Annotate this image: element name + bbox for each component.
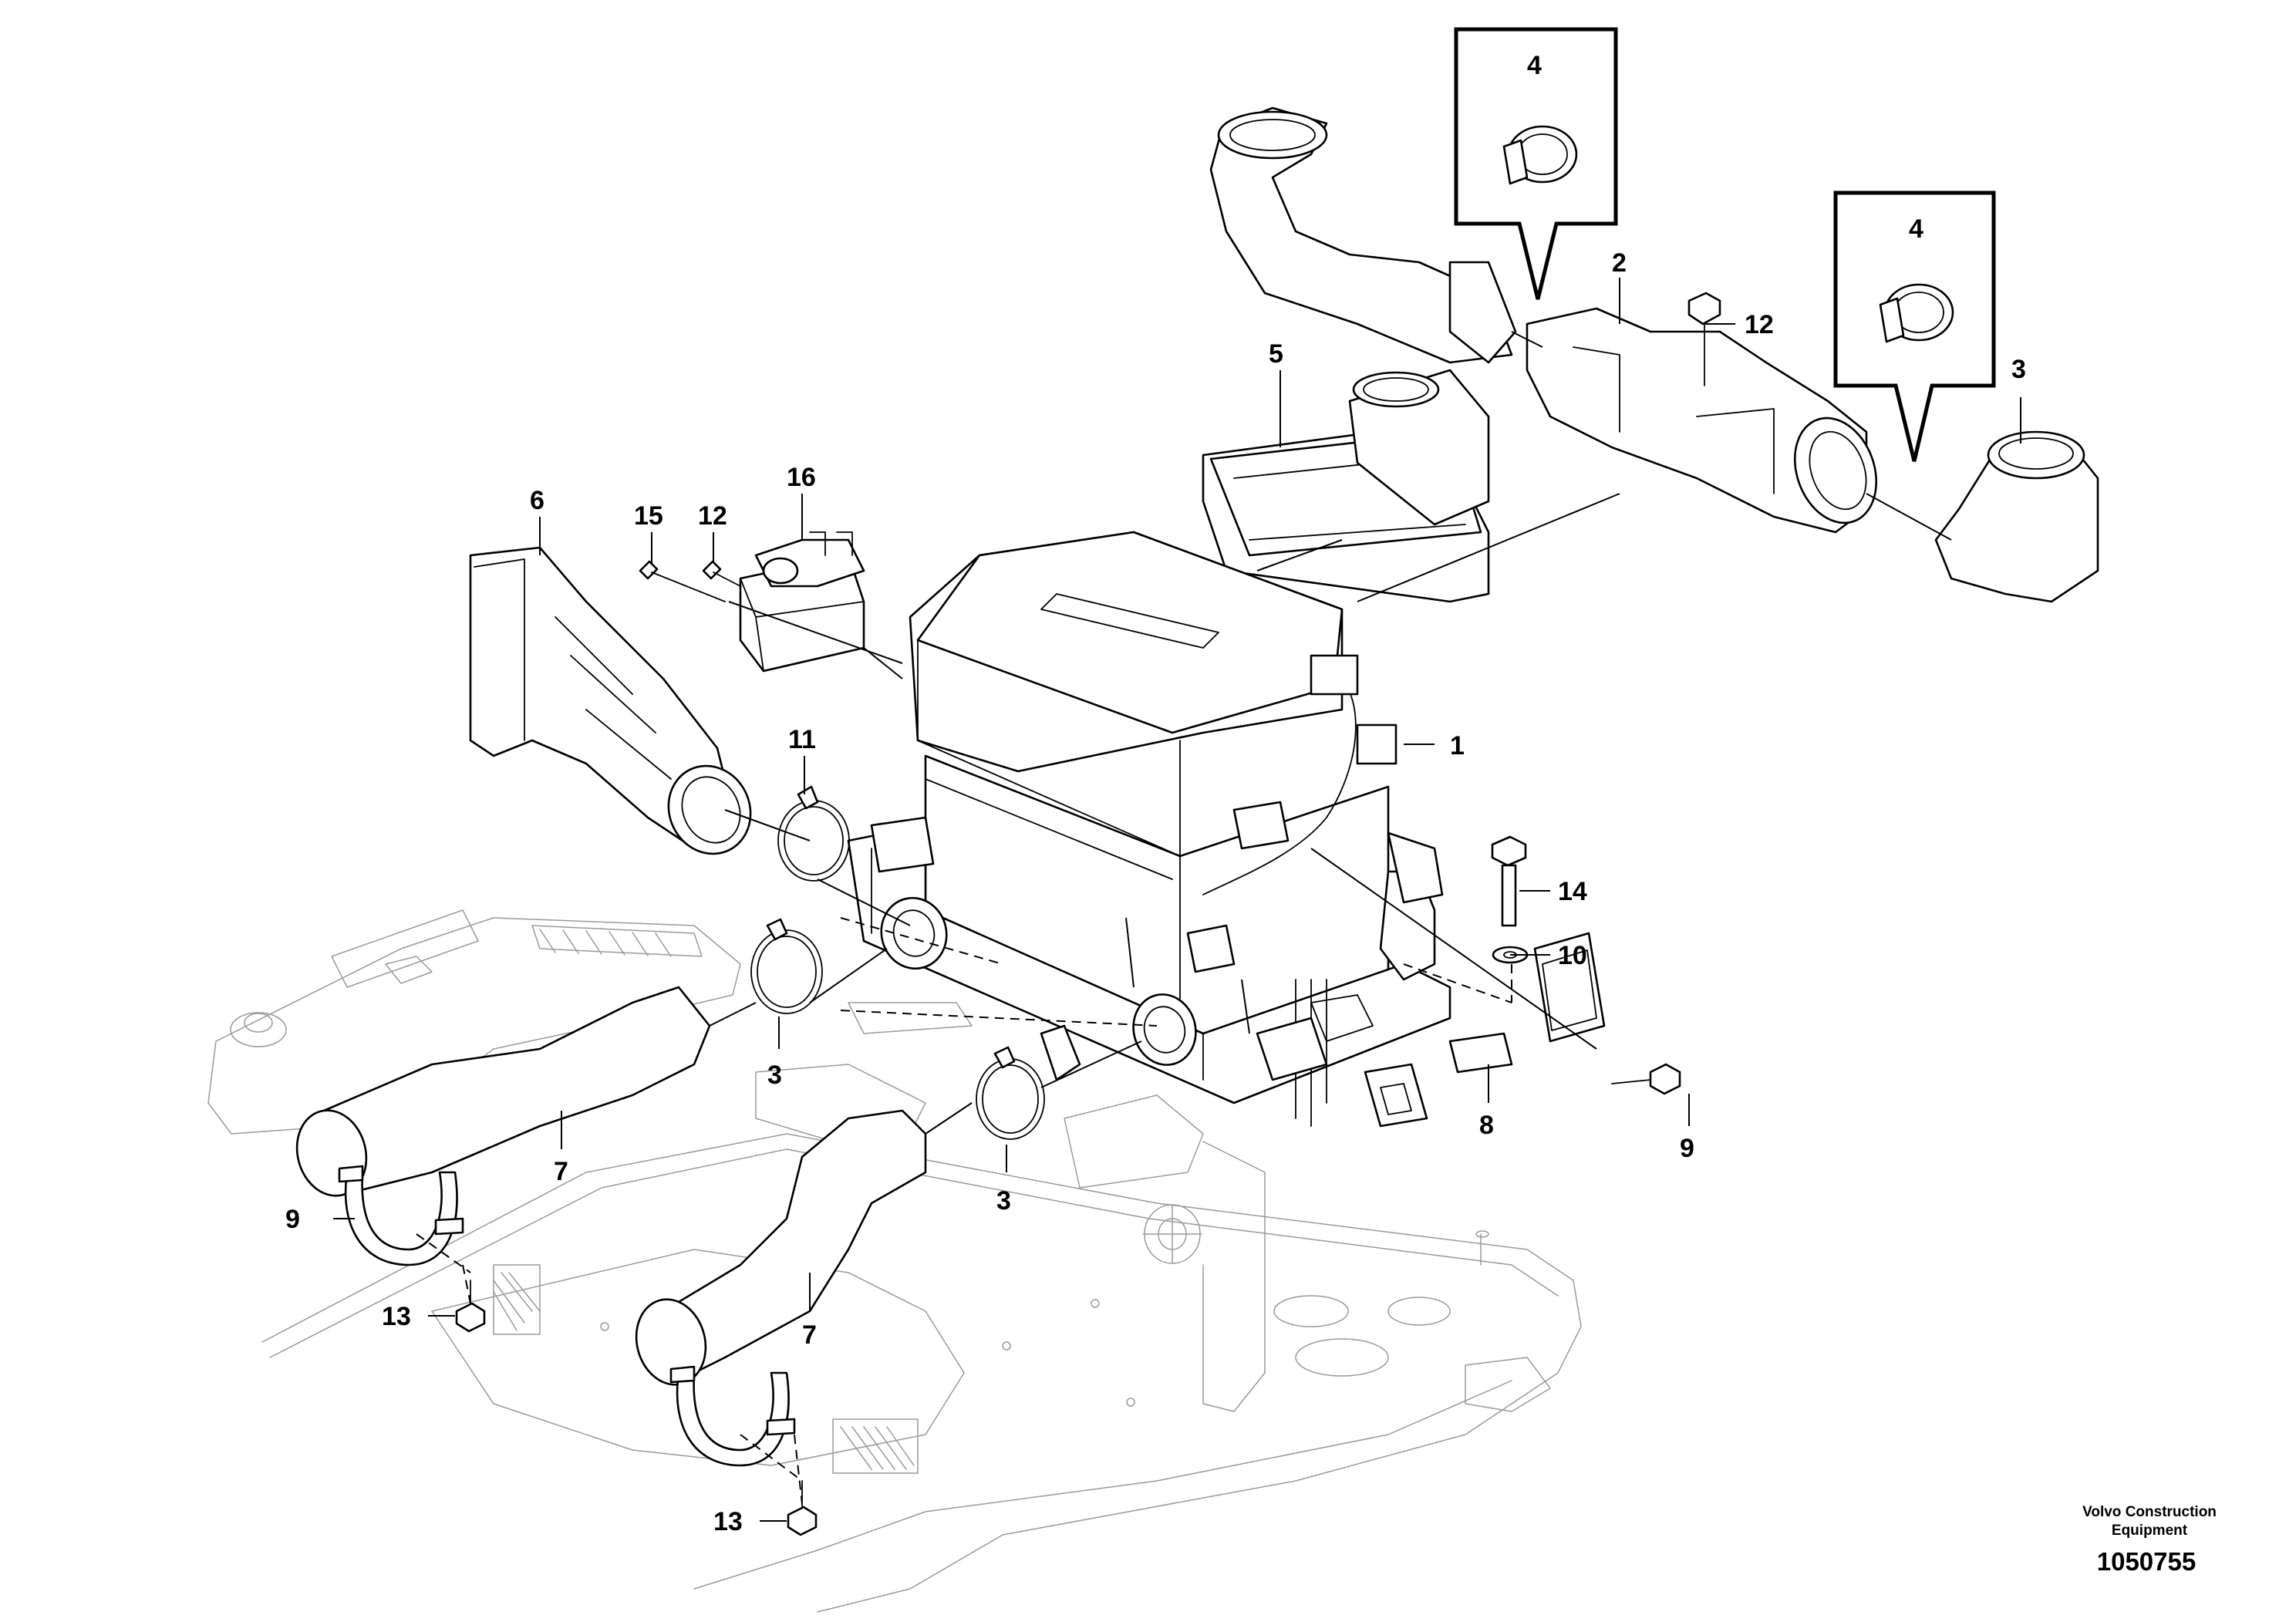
callout-5: 5	[1269, 339, 1283, 369]
callout-1: 1	[1450, 731, 1465, 760]
assembly-lines	[416, 331, 1952, 1505]
part-9-bracket-right	[669, 1365, 796, 1467]
callout-13-left: 13	[382, 1302, 411, 1331]
part-6-air-duct	[469, 546, 752, 855]
callout-12-left: 12	[698, 501, 727, 531]
floor-blower-ghost	[1064, 1094, 1266, 1412]
callout-leaders	[333, 278, 2021, 1522]
callout-7-right: 7	[802, 1320, 817, 1350]
detail-box-left	[1454, 27, 1618, 300]
callout-labels: 1 2 3 3 3 4 4 5 6 7 7 8 9 9 10 11 12 12 …	[285, 51, 2026, 1536]
callout-3-left: 3	[767, 1061, 782, 1090]
part-11-hose-clamp	[777, 785, 850, 882]
callout-4-left: 4	[1527, 51, 1542, 80]
callout-3-right: 3	[996, 1186, 1011, 1216]
floor-vent-left	[493, 1264, 541, 1335]
callout-14: 14	[1558, 877, 1587, 906]
callout-13-right: 13	[713, 1507, 743, 1536]
brand-line-1: Volvo Construction	[2082, 1504, 2217, 1520]
part-15-screw	[639, 560, 726, 602]
callout-2: 2	[1612, 248, 1627, 278]
part-14-bolt	[1491, 835, 1527, 927]
part-9-screw-right	[1611, 1063, 1681, 1095]
part-8-switch	[1364, 932, 1606, 1128]
detail-box-right	[1833, 191, 1996, 462]
part-3-hose-upper	[1934, 430, 2099, 603]
part-3-hose-clamp-right	[976, 1046, 1045, 1140]
part-13-bolt-left	[455, 1280, 486, 1333]
part-5-air-duct	[1202, 369, 1490, 603]
part-16-control-unit	[739, 531, 865, 673]
callout-9-left: 9	[285, 1205, 300, 1234]
upper-duct-to-part-4	[1209, 106, 1517, 364]
part-2-air-duct	[1526, 307, 1878, 534]
callout-8: 8	[1479, 1111, 1494, 1140]
part-9-bracket-left	[338, 1165, 464, 1266]
part-7-hose-left	[295, 986, 711, 1197]
callout-6: 6	[530, 486, 544, 515]
document-number: 1050755	[2097, 1547, 2196, 1576]
part-1-heater-unit	[847, 531, 1451, 1127]
part-3-hose-clamp-left	[750, 918, 823, 1014]
part-7-hose-right	[635, 1109, 927, 1386]
part-12-screw-upper	[1687, 292, 1721, 386]
brand-line-2: Equipment	[2112, 1523, 2188, 1539]
callout-11: 11	[788, 725, 816, 754]
callout-16: 16	[787, 463, 816, 492]
callout-9-right: 9	[1680, 1134, 1694, 1163]
part-12-screw-left	[702, 560, 741, 587]
callout-10: 10	[1558, 941, 1587, 970]
callout-3-upper: 3	[2011, 355, 2026, 384]
callout-12-upper: 12	[1745, 310, 1774, 339]
floor-vent-right	[832, 1418, 919, 1474]
part-13-bolt-right	[787, 1480, 818, 1536]
footer: Volvo Construction Equipment 1050755	[2082, 1504, 2217, 1576]
callout-15: 15	[634, 501, 663, 531]
callout-4-right: 4	[1909, 214, 1923, 244]
callout-7-left: 7	[554, 1157, 568, 1186]
